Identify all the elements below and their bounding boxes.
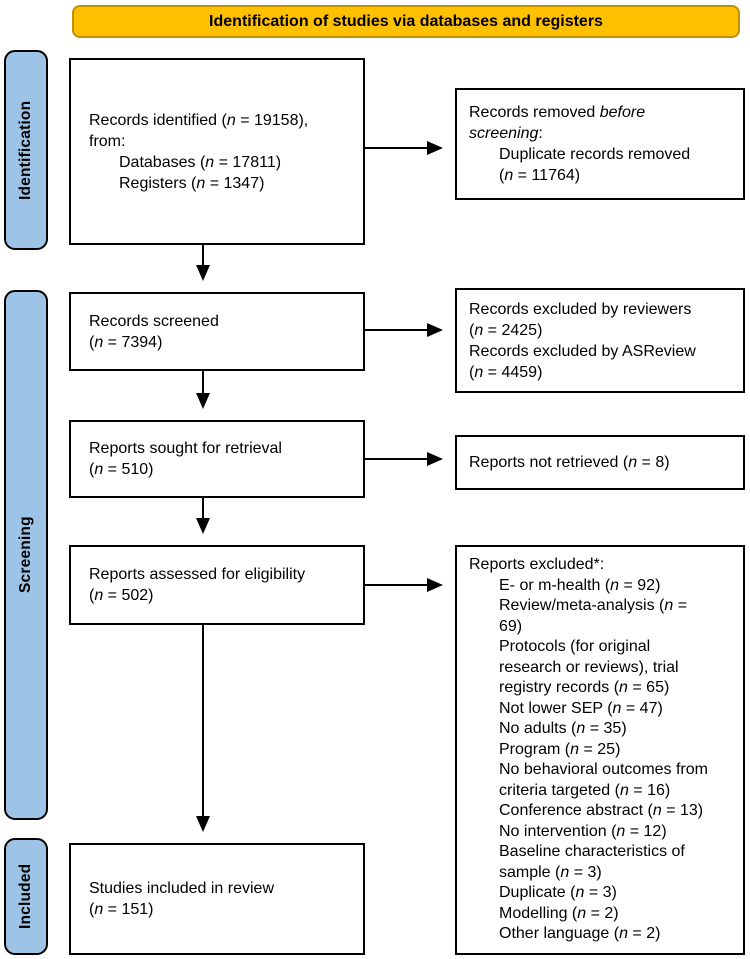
diagram-title: Identification of studies via databases … bbox=[209, 12, 603, 30]
text-line: Review/meta-analysis (n = bbox=[499, 597, 688, 615]
text-line: Reports excluded*: bbox=[469, 556, 605, 574]
text-line: Program (n = 25) bbox=[499, 740, 621, 758]
text-line: Baseline characteristics of bbox=[499, 843, 685, 861]
text-line: Modelling (n = 2) bbox=[499, 904, 619, 922]
text-line: No adults (n = 35) bbox=[499, 720, 627, 738]
text-line: Records excluded by ASReview bbox=[469, 342, 696, 360]
text-line: No intervention (n = 12) bbox=[499, 822, 667, 840]
diagram-title-banner: Identification of studies via databases … bbox=[72, 5, 740, 38]
box-reports-not-retrieved: Reports not retrieved (n = 8) bbox=[455, 435, 745, 490]
text-line: criteria targeted (n = 16) bbox=[499, 781, 671, 799]
box-reports-excluded: Reports excluded*: E- or m-health (n = 92… bbox=[455, 545, 745, 955]
text-line: (n = 151) bbox=[89, 901, 154, 918]
box-studies-included-in-review: Studies included in review (n = 151) bbox=[69, 843, 365, 955]
text-line: (n = 11764) bbox=[499, 167, 581, 184]
text-line: Reports sought for retrieval bbox=[89, 440, 282, 457]
text-line: Reports assessed for eligibility bbox=[89, 566, 306, 583]
text-line: screening: bbox=[469, 125, 543, 142]
text-line: E- or m-health (n = 92) bbox=[499, 576, 661, 594]
text-line: Reports not retrieved (n = 8) bbox=[469, 454, 670, 471]
text-line: Duplicate (n = 3) bbox=[499, 884, 617, 902]
text-line: Records removed before bbox=[469, 104, 646, 121]
text-line: Databases (n = 17811) bbox=[119, 153, 282, 171]
stage-label-screening: Screening bbox=[4, 290, 48, 820]
box-reports-sought-for-retrieval: Reports sought for retrieval (n = 510) bbox=[69, 420, 365, 498]
text-line: Protocols (for original bbox=[499, 638, 651, 656]
text-line: (n = 510) bbox=[89, 461, 154, 478]
stage-label-text: Included bbox=[17, 863, 34, 930]
box-records-identified: Records identified (n = 19158), from: Data… bbox=[69, 58, 365, 245]
box-records-removed-before-screening: Records removed before screening: Duplicat… bbox=[455, 88, 745, 200]
text-line: Other language (n = 2) bbox=[499, 925, 661, 943]
text-line: No behavioral outcomes from bbox=[499, 761, 708, 779]
text-line: (n = 4459) bbox=[469, 363, 543, 381]
stage-label-text: Screening bbox=[17, 516, 34, 594]
text-line: research or reviews), trial bbox=[499, 658, 679, 676]
text-line: Records excluded by reviewers bbox=[469, 300, 692, 318]
text-line: (n = 7394) bbox=[89, 333, 163, 351]
text-line: Registers (n = 1347) bbox=[119, 174, 265, 192]
text-line: registry records (n = 65) bbox=[499, 679, 670, 697]
text-line: (n = 2425) bbox=[469, 321, 543, 339]
text-line: 69) bbox=[499, 617, 523, 635]
text-line: sample (n = 3) bbox=[499, 863, 602, 881]
text-line: Not lower SEP (n = 47) bbox=[499, 699, 663, 717]
stage-label-text: Identification bbox=[17, 100, 34, 200]
text-line: Conference abstract (n = 13) bbox=[499, 802, 704, 820]
text-line: (n = 502) bbox=[89, 587, 154, 604]
box-records-screened: Records screened (n = 7394) bbox=[69, 292, 365, 371]
box-reports-assessed-for-eligibility: Reports assessed for eligibility (n = 502… bbox=[69, 545, 365, 625]
text-line: from: bbox=[89, 132, 126, 150]
text-line: Records identified (n = 19158), bbox=[89, 111, 309, 129]
box-records-excluded: Records excluded by reviewers (n = 2425) R… bbox=[455, 288, 745, 393]
stage-label-included: Included bbox=[4, 838, 48, 955]
stage-label-identification: Identification bbox=[4, 50, 48, 250]
text-line: Studies included in review bbox=[89, 880, 274, 897]
text-line: Records screened bbox=[89, 312, 219, 330]
text-line: Duplicate records removed bbox=[499, 146, 691, 163]
